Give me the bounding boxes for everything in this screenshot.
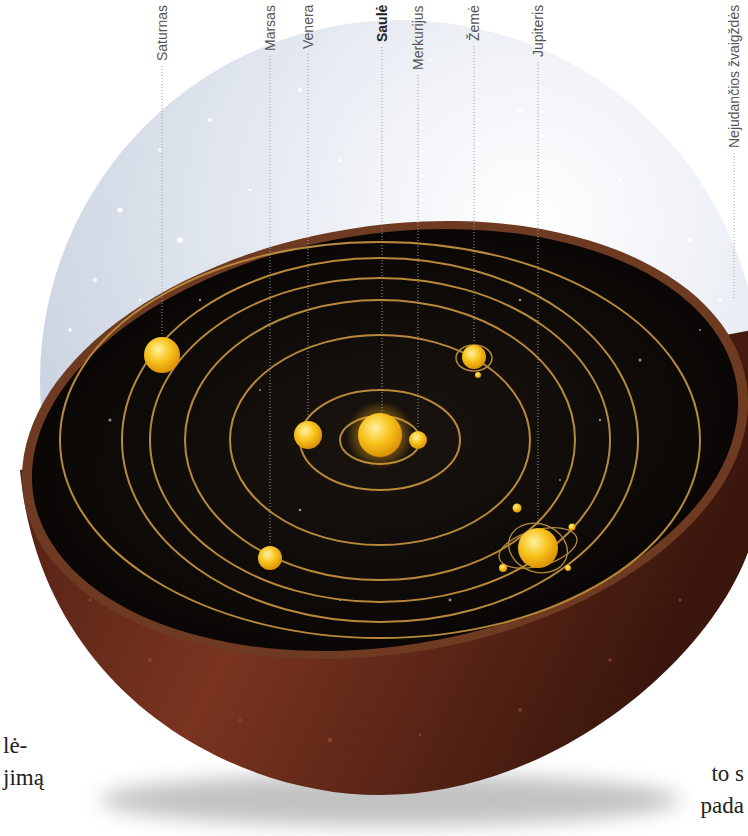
planet-label: Žemė [466,5,482,41]
planet-label: Saturnas [154,5,170,61]
saturn [144,337,180,373]
leader-line [270,56,271,544]
leader-line [474,46,475,343]
jupiter-moon-orbits [495,515,582,581]
leader-line [162,66,163,335]
sun [358,413,402,457]
mercury [409,431,427,449]
text-fragment: to s [711,760,744,788]
leader-line [734,153,735,300]
text-fragment: jimą [3,764,44,792]
text-fragment: pada [701,792,744,820]
planet-label: Saulė [374,5,390,42]
mars [258,546,282,570]
disk [1,181,748,699]
rim [0,171,748,708]
planet-label: Marsas [262,5,278,51]
earth [462,345,486,369]
jupiter-moons [499,504,576,573]
text-fragment: lė- [3,732,27,760]
planet-label: Nejudančios žvaigždės [726,5,742,148]
sun-glow [346,401,414,469]
leader-line [418,75,419,429]
jupiter [518,528,558,568]
planet-label: Merkurijus [410,5,426,70]
venus [294,421,322,449]
moon [475,372,481,378]
planet-label: Venera [300,5,316,49]
orbits [60,242,700,638]
leader-line [538,62,539,526]
leader-line [308,54,309,419]
leader-line [382,47,383,411]
planet-label: Jupiteris [530,5,546,57]
disk-stars [109,299,702,602]
moon-orbit [456,345,492,371]
